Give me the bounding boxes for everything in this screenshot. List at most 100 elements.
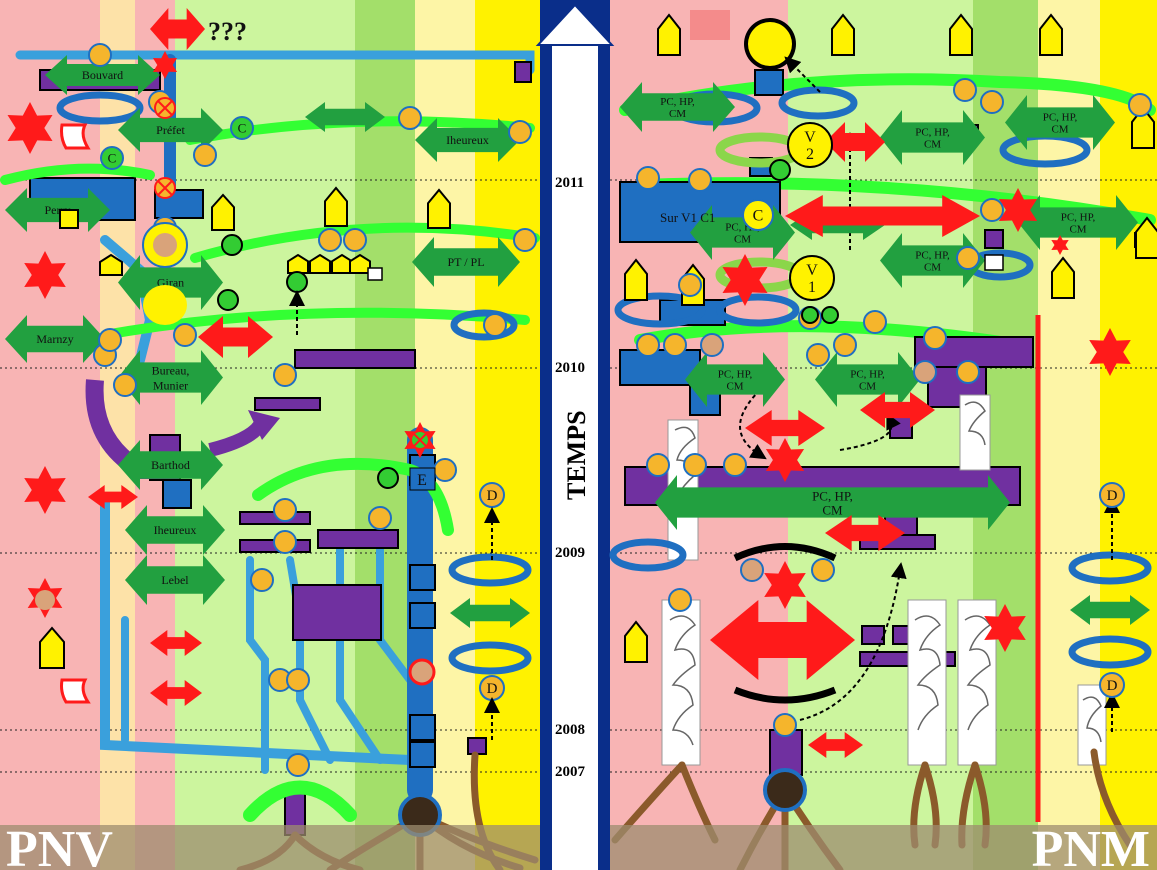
left-green-dot-4 [378,468,398,488]
right-orange-dot-9 [864,311,886,333]
right-marker-c: C [743,200,773,230]
left-actor-7-label: Iheureux [154,523,197,537]
left-orange-dot-11 [114,374,136,396]
right-orange-dot-2 [954,79,976,101]
right-orange-dot-19 [812,559,834,581]
right-marker-d-2: D [1100,673,1124,697]
right-orange-dot-16 [684,454,706,476]
left-actor-4-label: Marnzy [36,332,73,346]
right-green-dot-1 [770,160,790,180]
right-skin-dot-3 [741,559,763,581]
year-label-2009: 2009 [555,545,585,561]
left-orange-dot-21 [287,754,309,776]
right-orange-dot-10 [924,327,946,349]
right-orange-dot-11 [957,361,979,383]
right-marker-d-2-letter: D [1107,678,1118,694]
left-actor-5-label: Bureau,Munier [152,364,190,393]
left-yellow-square [60,210,78,228]
right-box-label: Sur V1 C1 [660,210,715,225]
left-flag-2 [62,680,89,702]
left-flag-1 [62,125,89,148]
left-yellow-oval-2 [143,285,187,325]
left-orange-dot-16 [274,531,296,553]
left-orange-dot-20 [287,669,309,691]
left-orange-dot-7 [514,229,536,251]
right-orange-dot-13 [981,199,1003,221]
left-marker-d-2: D [480,676,504,700]
left-crossed-circle-0 [155,98,175,118]
right-orange-dot-3 [981,91,1003,113]
right-panel-title: PNM [1032,821,1150,870]
right-orange-dot-5 [637,334,659,356]
year-label-2008: 2008 [555,722,585,738]
right-skin-dot-1 [701,334,723,356]
left-marker-d-2-letter: D [487,681,498,697]
left-orange-dot-2 [194,144,216,166]
left-orange-dot-17 [369,507,391,529]
year-label-2007: 2007 [555,764,586,780]
right-root-node [765,770,805,810]
left-orange-dot-0 [89,44,111,66]
right-orange-dot-7 [807,344,829,366]
right-green-dot-2 [802,307,818,323]
right-v1-marker: V1 [790,256,834,300]
right-orange-dot-20 [774,714,796,736]
left-marker-d-1-letter: D [487,488,498,504]
right-orange-dot-6 [664,334,686,356]
left-marker-e: E [410,468,435,490]
left-orange-dot-14 [274,364,296,386]
left-actor-0-label: Bouvard [82,68,123,82]
left-marker-c-1-letter: C [238,120,247,135]
time-axis: TEMPS 2011 2010 2009 2008 2007 [538,0,612,870]
right-skin-dot-2 [914,361,936,383]
left-white-square [368,268,382,280]
left-panel-title: PNV [6,821,113,870]
left-orange-dot-22 [484,314,506,336]
left-marker-e-letter: E [417,472,427,489]
left-actor-10-label: PT / PL [447,255,484,269]
right-green-dot-3 [822,307,838,323]
left-actor-1-label: Préfet [156,123,185,137]
left-orange-dot-8 [319,229,341,251]
left-green-dot-2 [218,290,238,310]
left-orange-dot-3 [399,107,421,129]
left-orange-dot-18 [251,569,273,591]
right-orange-dot-17 [724,454,746,476]
right-orange-dot-0 [637,167,659,189]
right-orange-dot-18 [669,589,691,611]
right-orange-dot-12 [957,247,979,269]
left-crossed-green [412,432,428,448]
year-label-2010: 2010 [555,360,585,376]
right-orange-dot-8 [834,334,856,356]
left-actor-6-label: Barthod [151,458,190,472]
left-actor-8-label: Lebel [161,573,189,587]
time-axis-label: TEMPS [562,410,591,500]
left-orange-dot-15 [274,499,296,521]
right-v1-marker-letter: V [806,262,818,279]
left-orange-dot-13 [174,324,196,346]
left-crossed-circle-1 [155,178,175,198]
left-orange-dot-9 [344,229,366,251]
left-marker-c-2-letter: C [108,150,117,165]
left-marker-c-1: C [231,117,253,139]
right-orange-dot-1 [689,169,711,191]
right-marker-c-letter: C [753,207,764,224]
left-green-dot-3 [287,272,307,292]
right-marker-d-1: D [1100,483,1124,507]
left-actor-9-label: Iheureux [446,133,489,147]
right-v2-marker: V2 [788,123,832,167]
left-orange-dot-23 [434,459,456,481]
left-orange-dot-12 [99,329,121,351]
year-label-2011: 2011 [555,175,584,191]
left-marker-c-2: C [101,147,123,169]
right-orange-dot-4 [1129,94,1151,116]
left-skin-dot-2 [35,590,55,610]
left-skin-dot [153,233,177,257]
right-white-square [985,255,1003,270]
right-v1-marker-number: 1 [808,279,816,296]
right-v2-marker-number: 2 [806,146,814,163]
right-marker-d-1-letter: D [1107,488,1118,504]
left-marker-d-1: D [480,483,504,507]
